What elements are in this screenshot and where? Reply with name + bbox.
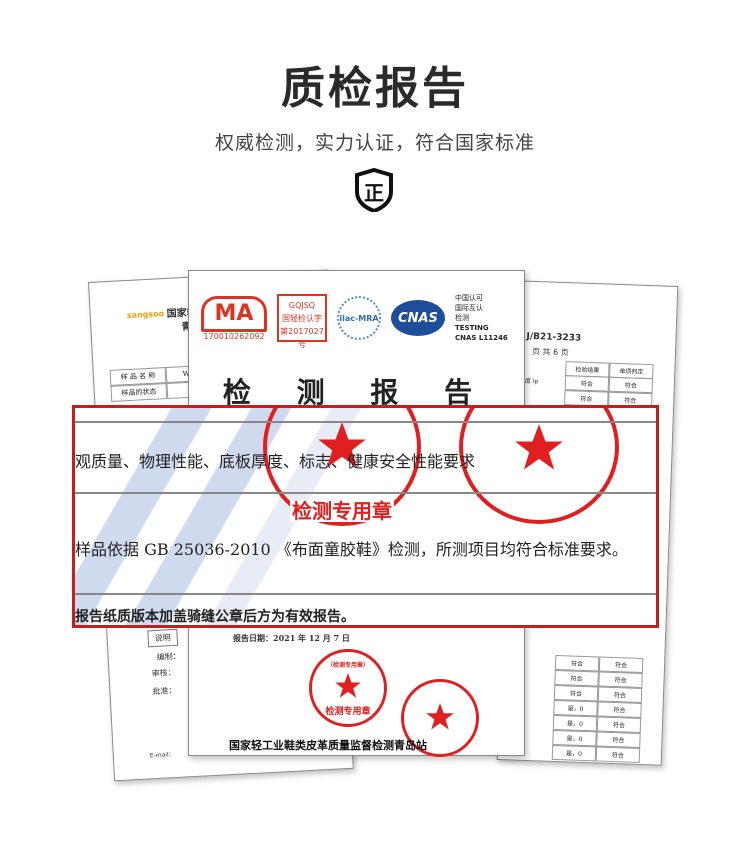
seal-small-text: （检测专用章） <box>326 662 370 669</box>
result-cell: 是，0 <box>552 729 597 747</box>
page-count: 页 共 6 页 <box>531 346 569 358</box>
report-number: J/B21-3233 <box>526 331 582 344</box>
validity-note: 报告纸质版本加盖骑缝公章后方为有效报告。 <box>75 609 355 625</box>
sangsoo-logo: sangsoo <box>126 309 165 321</box>
approver-label: 批准： <box>152 685 177 697</box>
shield-icon: 正 <box>355 168 393 212</box>
page-subtitle: 权威检测，实力认证，符合国家标准 <box>214 132 535 154</box>
editor-label: 编制： <box>156 651 181 662</box>
report-date: 报告日期：2021 年 12 月 7 日 <box>233 633 350 643</box>
svg-text:正: 正 <box>364 181 384 205</box>
inspection-items-text: 观质量、物理性能、底板厚度、标志、健康安全性能要求 <box>75 452 476 471</box>
magnified-detail-frame: 检测专用章 观质量、物理性能、底板厚度、标志、健康安全性能要求 样品依据 GB … <box>72 405 659 628</box>
result-cell: 符合 <box>553 684 599 702</box>
document-title: 检 测 报 告 <box>222 376 491 409</box>
sign-label: 说明 <box>147 628 179 648</box>
star-icon <box>318 422 366 468</box>
cnas-logo: CNAS <box>391 300 445 336</box>
verdict-cell: 符合 <box>608 376 654 394</box>
row-item-label: 度 Ip <box>524 377 539 386</box>
inspection-seal: （检测专用章） 检测专用章 <box>309 649 387 727</box>
sample-state-label: 样品的状态 <box>110 383 168 402</box>
official-seal <box>401 679 479 757</box>
result-cell: 是，0 <box>552 714 598 732</box>
verdict-cell: 符合 <box>598 671 643 689</box>
verdict-cell: 符合 <box>596 716 642 733</box>
verdict-cell: 符合 <box>597 686 643 704</box>
verdict-cell: 符合 <box>597 701 642 718</box>
conclusion-text: 样品依据 GB 25036-2010 《布面童胶鞋》检测，所测项目均符合标准要求… <box>75 540 628 559</box>
issuer-footer: 国家轻工业鞋类皮革质量监督检测青岛站 <box>229 739 427 752</box>
result-cell: 符合 <box>564 375 610 392</box>
seal-large-text: 检测专用章 <box>290 499 394 523</box>
ilac-mra-logo: ilac-MRA <box>337 296 381 340</box>
star-icon <box>426 703 454 730</box>
result-cell: 是，0 <box>551 744 597 762</box>
star-icon <box>515 424 563 470</box>
verdict-cell: 符合 <box>598 656 644 674</box>
verdict-cell: 符合 <box>596 731 641 748</box>
page-title: 质检报告 <box>281 63 469 114</box>
verdict-cell: 符合 <box>595 746 641 763</box>
seal-text: 检测专用章 <box>325 707 371 717</box>
star-icon <box>335 673 361 698</box>
result-cell: 是，0 <box>553 699 598 717</box>
result-cell: 符合 <box>554 669 599 687</box>
result-cell: 符合 <box>554 654 600 672</box>
email-label: E-mail： <box>149 751 175 760</box>
reviewer-label: 审核： <box>151 667 176 679</box>
